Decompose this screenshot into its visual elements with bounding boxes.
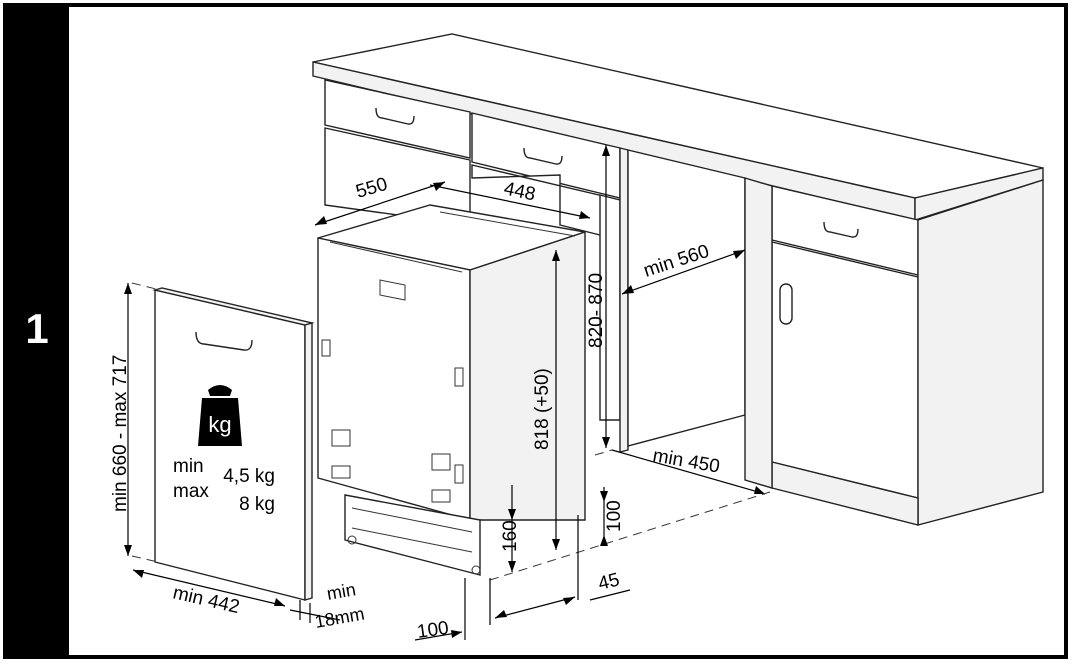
step-tab: 1: [5, 5, 69, 657]
cabinet-right-side: [917, 179, 1044, 526]
panel-height-label: min 660 - max 717: [110, 355, 131, 512]
weight-max-label: max: [173, 481, 209, 502]
door-right-handle: [779, 283, 793, 325]
plinth-gap-height-label: 100: [604, 500, 625, 532]
niche-depth-label: min 450: [651, 445, 721, 477]
weight-min-label: min: [173, 456, 204, 477]
niche-back-wall: [627, 149, 746, 447]
weight-icon-text: kg: [208, 412, 231, 437]
dishwasher-body: [317, 204, 586, 576]
cabinet-right-edge: [744, 177, 773, 489]
niche-height-label: 820- 870: [586, 273, 607, 348]
panel-thickness-label: min: [325, 579, 357, 604]
drawer-middle-handle: [523, 147, 563, 165]
outer-border: [3, 3, 1068, 659]
weight-max-value: 8 kg: [239, 494, 275, 515]
plinth-depth-label: 45: [596, 569, 622, 594]
cabinet-middle-edge: [619, 147, 629, 453]
door-panel: [152, 287, 315, 601]
door-panel-handle: [195, 331, 253, 351]
latch-bracket: [379, 279, 406, 301]
kitchen-cabinets: [312, 33, 1044, 526]
dimension-lines: [124, 145, 771, 641]
step-number: 1: [25, 305, 49, 352]
plinth-height-label: 160: [500, 520, 521, 552]
foot-offset-label: 100: [416, 618, 450, 643]
drawer-right-handle: [823, 221, 859, 238]
door-panel-side-edge: [304, 322, 313, 601]
appliance-height-label: 818 (+50): [532, 368, 553, 450]
panel-thickness-value: 18mm: [313, 604, 366, 632]
drawer-left: [324, 79, 471, 159]
weight-icon: [198, 385, 242, 446]
dishwasher-base: [344, 494, 481, 576]
weight-min-value: 4,5 kg: [223, 466, 275, 487]
drawer-left-handle: [375, 107, 415, 125]
cabinet-right-door: [771, 241, 919, 499]
dishwasher-side: [469, 231, 586, 521]
